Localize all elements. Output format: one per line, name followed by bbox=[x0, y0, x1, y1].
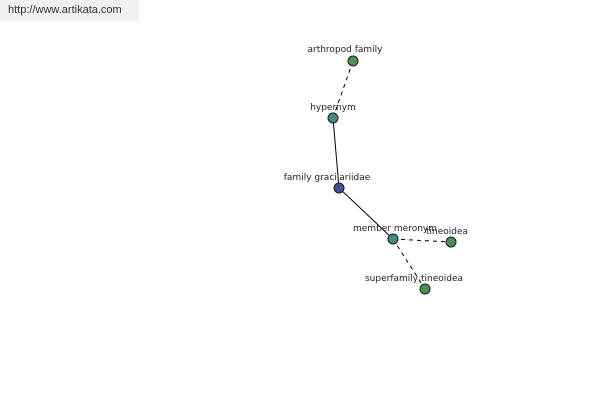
node-meronym[interactable]: member meronym bbox=[353, 224, 437, 245]
edge-center-hypernym bbox=[332, 117, 340, 189]
node-label-hypernym: hypernym bbox=[310, 103, 356, 113]
edge-meronym-superfamily bbox=[392, 238, 426, 290]
node-arthropod[interactable]: arthropod family bbox=[307, 45, 383, 67]
site-url-banner[interactable]: http://www.artikata.com bbox=[0, 0, 139, 21]
node-center[interactable]: family gracilariidae bbox=[284, 173, 371, 194]
node-label-center: family gracilariidae bbox=[284, 173, 371, 183]
node-hypernym[interactable]: hypernym bbox=[310, 103, 356, 124]
node-dot-center[interactable] bbox=[333, 182, 345, 194]
node-tineoidea[interactable]: tineoidea bbox=[426, 227, 468, 248]
node-dot-meronym[interactable] bbox=[387, 233, 399, 245]
node-dot-arthropod[interactable] bbox=[347, 55, 359, 67]
node-label-arthropod: arthropod family bbox=[307, 45, 383, 55]
edge-meronym-tineoidea bbox=[392, 238, 452, 243]
node-dot-superfamily[interactable] bbox=[419, 283, 431, 295]
edge-center-meronym bbox=[338, 187, 394, 240]
node-label-superfamily: superfamily tineoidea bbox=[365, 274, 463, 284]
edge-hypernym-arthropod bbox=[332, 60, 354, 119]
node-label-tineoidea: tineoidea bbox=[426, 227, 468, 237]
node-dot-hypernym[interactable] bbox=[327, 112, 339, 124]
node-label-meronym: member meronym bbox=[353, 224, 437, 234]
node-superfamily[interactable]: superfamily tineoidea bbox=[365, 274, 463, 295]
node-dot-tineoidea[interactable] bbox=[445, 236, 457, 248]
